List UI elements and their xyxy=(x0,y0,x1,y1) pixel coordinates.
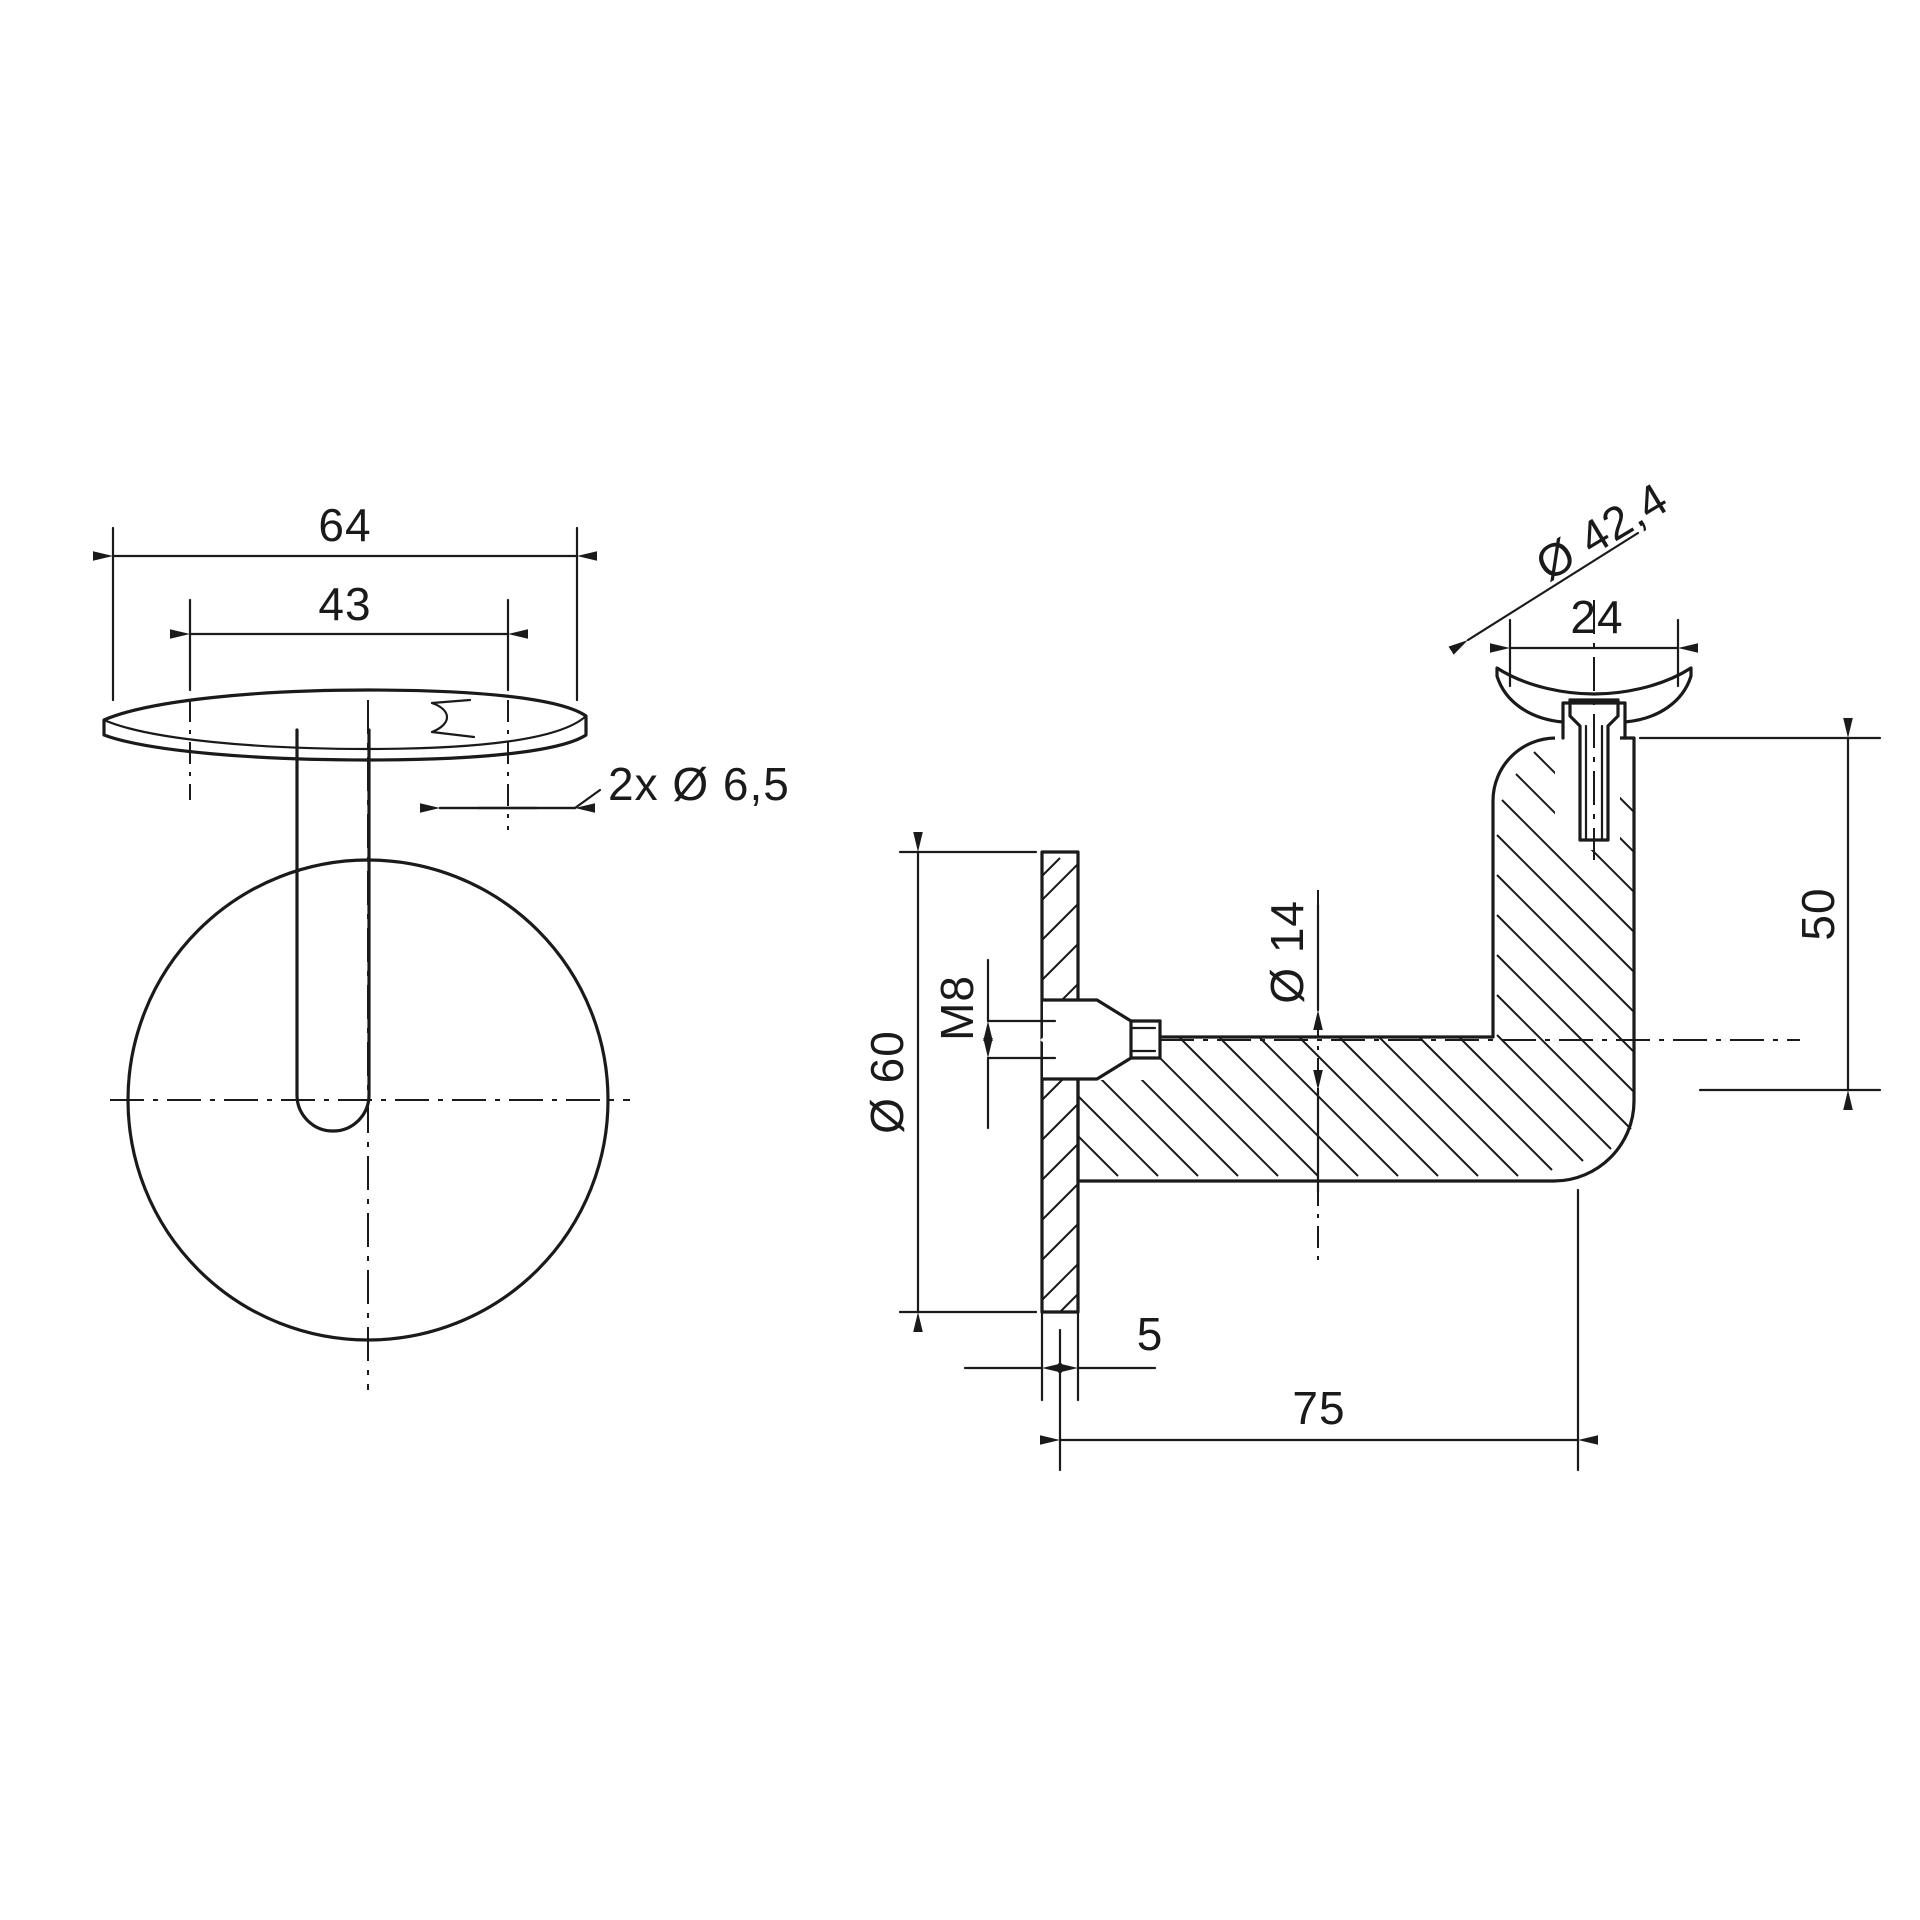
dim-line-42-4 xyxy=(1448,531,1640,655)
side-tube-saddle xyxy=(1495,666,1693,740)
dimension-m8: M8 xyxy=(931,958,1057,1130)
front-saddle-notch-line xyxy=(430,698,472,705)
dimension-24: 24 xyxy=(1490,591,1698,688)
front-saddle-notch-line-2 xyxy=(430,730,476,739)
dim-label-50: 50 xyxy=(1792,887,1844,940)
side-m8-screw xyxy=(1040,998,1162,1081)
dim-label-14: Ø 14 xyxy=(1261,900,1313,1004)
dimension-plate-diameter: Ø 60 xyxy=(861,832,1038,1332)
dimension-plate-thickness: 5 xyxy=(963,1308,1164,1402)
dim-leader-holes xyxy=(573,788,602,810)
front-saddle-notch xyxy=(430,701,449,734)
dimension-43: 43 xyxy=(170,578,528,692)
dimension-75: 75 xyxy=(1040,1188,1598,1472)
side-bracket-body xyxy=(1076,736,1636,1183)
side-bracket-shape xyxy=(1076,736,1636,1183)
dimension-64: 64 xyxy=(93,499,597,702)
side-screw-body xyxy=(1041,998,1133,1081)
dim-label-64: 64 xyxy=(318,499,371,551)
side-top-screw xyxy=(1555,690,1620,850)
side-bracket-hatching xyxy=(1077,737,1635,1177)
front-saddle-inner-edge xyxy=(102,714,588,751)
screw-clear-area xyxy=(1043,1000,1160,1080)
side-saddle-body xyxy=(1495,666,1693,724)
dimension-bore-14: Ø 14 xyxy=(1261,900,1323,1194)
dim-label-5: 5 xyxy=(1137,1308,1164,1360)
side-wall-plate xyxy=(1040,850,1080,1314)
side-section-view: Ø 42,4 24 50 Ø 60 xyxy=(861,472,1882,1472)
front-arm-outline xyxy=(295,728,371,1133)
dim-label-holes: 2x Ø 6,5 xyxy=(608,758,790,810)
dim-label-m8: M8 xyxy=(931,975,983,1041)
dim-label-42-4: Ø 42,4 xyxy=(1527,472,1677,591)
dimension-holes: 2x Ø 6,5 xyxy=(420,758,790,813)
dimension-50: 50 xyxy=(1638,718,1882,1110)
dim-label-24: 24 xyxy=(1570,591,1623,643)
dim-label-75: 75 xyxy=(1292,1382,1345,1434)
dim-label-43: 43 xyxy=(318,578,371,630)
side-plate-hatching xyxy=(1041,857,1079,1313)
dim-label-60: Ø 60 xyxy=(861,1030,913,1134)
top-screw-clear xyxy=(1555,690,1620,850)
front-view: 64 43 2x Ø 6,5 xyxy=(93,499,790,1390)
